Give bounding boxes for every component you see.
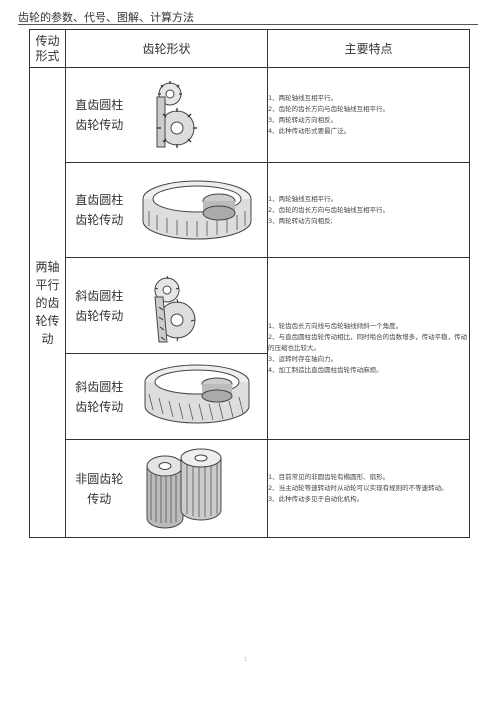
gear-table: 传动 形式 齿轮形状 主要特点 两轴 平行 的齿 轮传 动 直齿圆柱 齿轮传动 [29, 29, 471, 538]
category-label: 两轴 平行 的齿 轮传 动 [35, 259, 60, 346]
features-cell: 1、轮齿齿长方向线与齿轮轴线倾斜一个角度。 2、与直齿圆柱齿轮传动相比，同时啮合… [267, 257, 471, 440]
col-header-shape: 齿轮形状 [64, 29, 269, 68]
features-cell: 1、目前常见的非圆齿轮有椭圆形、扇形。 2、当主动轮等速转动时从动轮可以实现有规… [267, 439, 471, 538]
gear-name-cell: 直齿圆柱 齿轮传动 [65, 67, 133, 163]
table-row: 直齿圆柱 齿轮传动 [30, 162, 471, 258]
header-divider [18, 24, 478, 25]
feature-item: 1、目前常见的非圆齿轮有椭圆形、扇形。 [268, 473, 390, 481]
features-cell: 1、两轮轴线互相平行。 2、齿轮的齿长方向与齿轮轴线互相平行。 3、两轮转动方向… [267, 67, 471, 163]
gear-name: 斜齿圆柱 齿轮传动 [75, 379, 124, 414]
feature-item: 3、两轮转动方向相反。 [268, 116, 338, 124]
feature-item: 1、两轮轴线互相平行。 [268, 94, 338, 102]
gear-image-cell [132, 257, 269, 354]
spur-gear-pair-icon [156, 81, 197, 148]
feature-item: 4、此种传动形式要最广泛。 [268, 127, 351, 135]
gear-name: 直齿圆柱 齿轮传动 [75, 193, 124, 227]
table-row: 两轴 平行 的齿 轮传 动 直齿圆柱 齿轮传动 [29, 67, 471, 538]
feature-item: 2、与直齿圆柱齿轮传动相比，同时啮合的齿数增多，传动平稳，传动的压缩也比较大。 [268, 333, 468, 352]
helical-gear-pair-icon [153, 275, 195, 343]
gear-name-cell: 直齿圆柱 齿轮传动 [65, 162, 133, 258]
gear-name: 非圆齿轮 传动 [75, 471, 124, 506]
feature-item: 1、轮齿齿长方向线与齿轮轴线倾斜一个角度。 [268, 322, 403, 330]
internal-helical-gear-icon [144, 364, 249, 424]
elliptical-gear-pair-icon [146, 448, 221, 529]
category-cell: 两轴 平行 的齿 轮传 动 [29, 67, 66, 538]
gear-name-cell: 非圆齿轮 传动 [65, 439, 133, 538]
table-row: 斜齿圆柱 齿轮传动 [30, 257, 471, 440]
feature-item: 2、齿轮的齿长方向与齿轮轴线互相平行。 [268, 105, 390, 113]
gear-name-cell: 斜齿圆柱 齿轮传动 [65, 257, 133, 354]
internal-spur-gear-icon [142, 180, 251, 240]
gear-image-cell [132, 353, 269, 440]
feature-item: 2、当主动轮等速转动时从动轮可以实现有规则的不等速转动。 [268, 484, 448, 492]
gear-image-cell [132, 162, 269, 258]
feature-item: 3、两轮转动方向相反; [268, 216, 333, 225]
feature-item: 3、运转时存在轴向力。 [268, 355, 338, 363]
page-header: 齿轮的参数、代号、图解、计算方法 [18, 11, 194, 24]
table-header-row: 传动 形式 齿轮形状 主要特点 [29, 29, 471, 68]
table-row: 非圆齿轮 传动 [30, 439, 471, 538]
gear-name-cell: 斜齿圆柱 齿轮传动 [65, 353, 133, 440]
feature-item: 1、两轮轴线互相平行。 [268, 194, 338, 203]
feature-item: 3、此种传动多见于自动化机构。 [268, 495, 364, 503]
feature-item: 4、加工制造比直齿圆柱齿轮传动麻烦。 [268, 366, 383, 374]
gear-name: 斜齿圆柱 齿轮传动 [75, 288, 124, 323]
gear-name: 直齿圆柱 齿轮传动 [75, 98, 124, 132]
col-header-type: 传动 形式 [29, 29, 66, 68]
feature-item: 2、齿轮的齿长方向与齿轮轴线互相平行。 [268, 205, 390, 214]
features-cell: 1、两轮轴线互相平行。 2、齿轮的齿长方向与齿轮轴线互相平行。 3、两轮转动方向… [267, 162, 471, 258]
page-number: 1 [244, 657, 248, 663]
gear-image-cell [132, 439, 269, 538]
table-row: 斜齿圆柱 齿轮传动 [30, 353, 470, 440]
gear-image-cell [132, 67, 269, 163]
col-header-features: 主要特点 [267, 29, 471, 68]
